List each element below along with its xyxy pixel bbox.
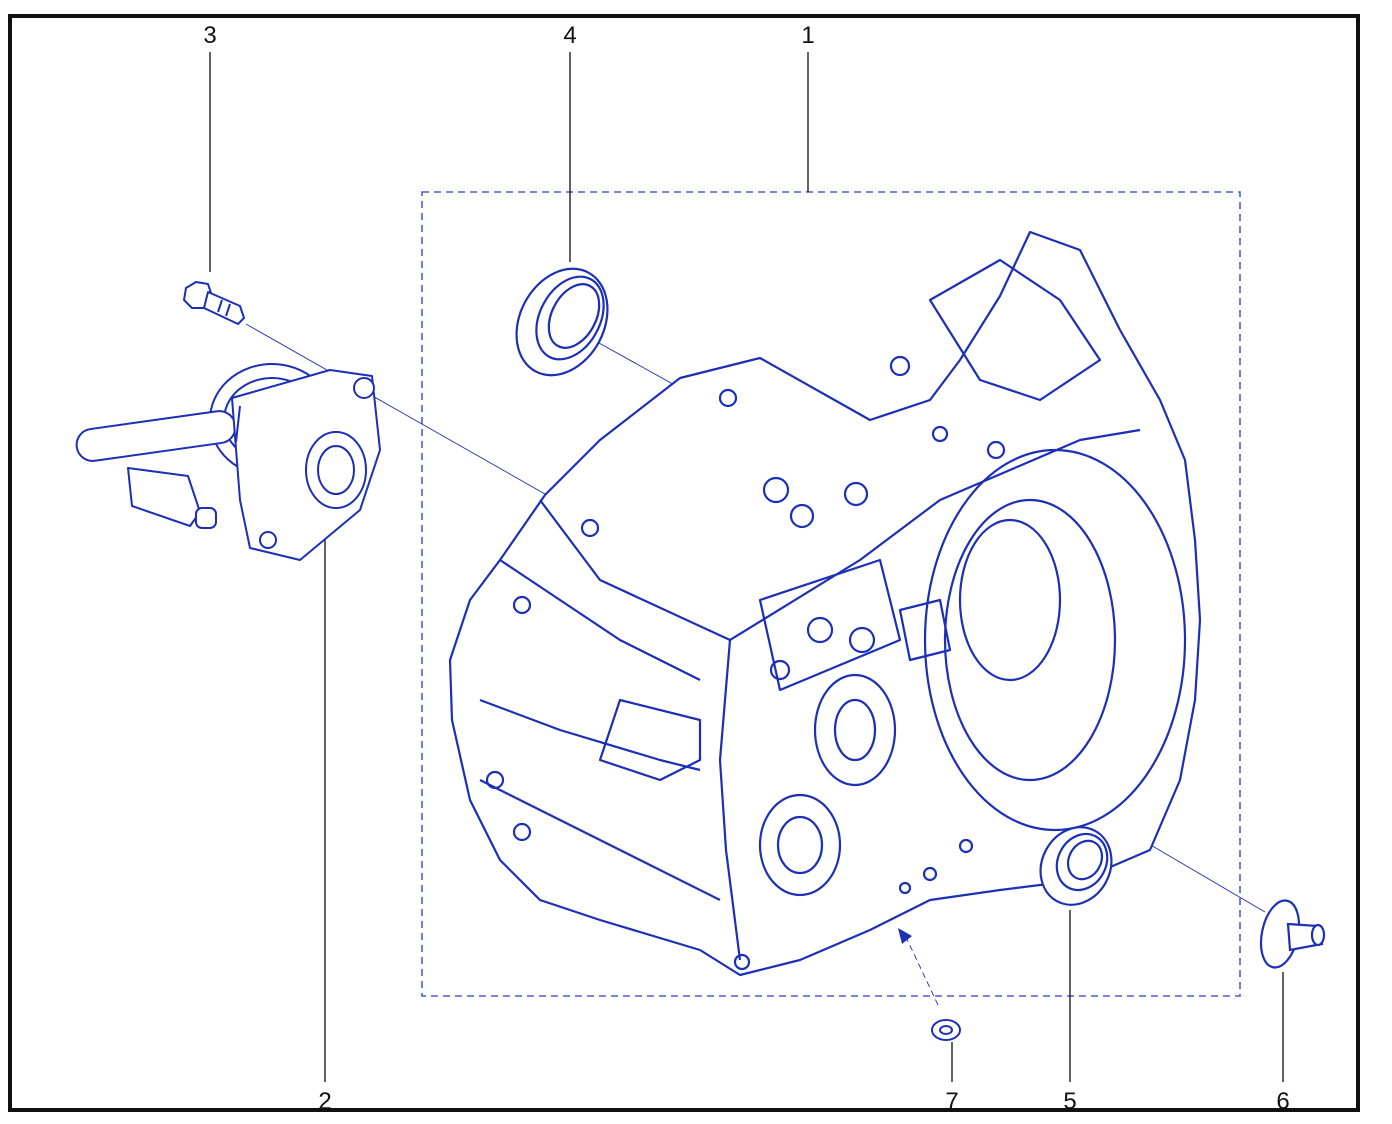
callout-4: 4 [563,22,577,49]
callout-1: 1 [801,22,815,49]
bolt-icon [183,281,245,325]
arrow-head-7 [898,928,912,944]
oil-seal-icon [1039,826,1113,906]
leader-lines [209,52,1284,1082]
callout-3: 3 [203,22,217,49]
oil-seal-icon [515,267,609,377]
plug-icon [1259,899,1326,969]
slave-cylinder-icon [75,363,381,561]
callout-7: 7 [945,1088,959,1115]
washer-icon [931,1019,961,1041]
callout-6: 6 [1276,1088,1290,1115]
callout-2: 2 [318,1088,332,1115]
callout-5: 5 [1063,1088,1077,1115]
group-box-1 [421,191,1241,997]
housing-icon [448,230,1202,977]
